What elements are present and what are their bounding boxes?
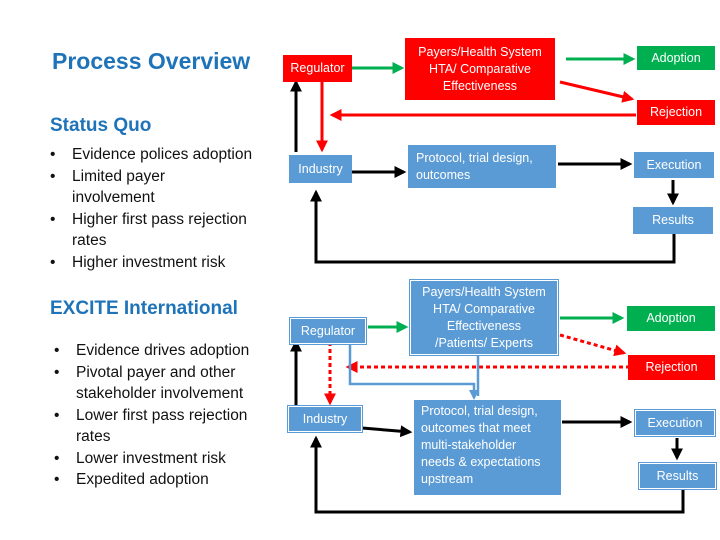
excite-bullet: Lower investment risk	[50, 448, 280, 470]
bottom-arrows	[290, 312, 685, 514]
top-protocol-box: Protocol, trial design, outcomes	[408, 145, 556, 188]
arrow-payers-to-rejection	[559, 80, 635, 103]
arrow-payers-to-rejection-2	[559, 333, 627, 357]
bottom-payers-box: Payers/Health System HTA/ Comparative Ef…	[410, 280, 558, 355]
top-execution-box: Execution	[634, 152, 714, 178]
status-quo-bullet: Higher first pass rejection rates	[46, 209, 277, 252]
top-payers-box: Payers/Health System HTA/ Comparative Ef…	[405, 38, 555, 100]
status-quo-bullet-list: Evidence polices adoption Limited payer …	[46, 144, 276, 273]
bottom-industry-box: Industry	[288, 406, 362, 432]
bottom-protocol-box: Protocol, trial design, outcomes that me…	[414, 400, 561, 495]
excite-bullet: Evidence drives adoption	[50, 340, 280, 362]
arrow-industry-to-protocol-2	[361, 425, 413, 438]
arrow-results-loop-to-industry-2	[310, 435, 685, 514]
status-quo-bullet: Higher investment risk	[46, 252, 276, 274]
top-results-box: Results	[633, 207, 713, 234]
bottom-results-box: Results	[639, 463, 716, 489]
status-quo-bullet: Evidence polices adoption	[46, 144, 276, 166]
page-title: Process Overview	[52, 48, 251, 74]
excite-bullet-list: Evidence drives adoption Pivotal payer a…	[50, 340, 280, 491]
top-arrows	[290, 53, 679, 264]
bottom-rejection-box: Rejection	[628, 355, 715, 380]
bottom-execution-box: Execution	[635, 410, 715, 436]
status-quo-bullet: Limited payer involvement	[46, 166, 222, 209]
arrow-regulator-to-protocol-2	[348, 342, 479, 400]
top-industry-box: Industry	[289, 155, 352, 183]
excite-bullet: Expedited adoption	[50, 469, 280, 491]
bottom-regulator-box: Regulator	[290, 318, 366, 344]
excite-bullet: Lower first pass rejection rates	[50, 405, 281, 448]
bottom-adoption-box: Adoption	[627, 306, 715, 331]
top-rejection-box: Rejection	[637, 100, 715, 125]
excite-bullet: Pivotal payer and other stakeholder invo…	[50, 362, 281, 405]
status-quo-heading: Status Quo	[50, 115, 152, 136]
arrow-results-loop-to-industry	[310, 189, 676, 264]
top-adoption-box: Adoption	[637, 46, 715, 70]
top-regulator-box: Regulator	[283, 55, 352, 82]
excite-heading: EXCITE International	[50, 298, 238, 319]
